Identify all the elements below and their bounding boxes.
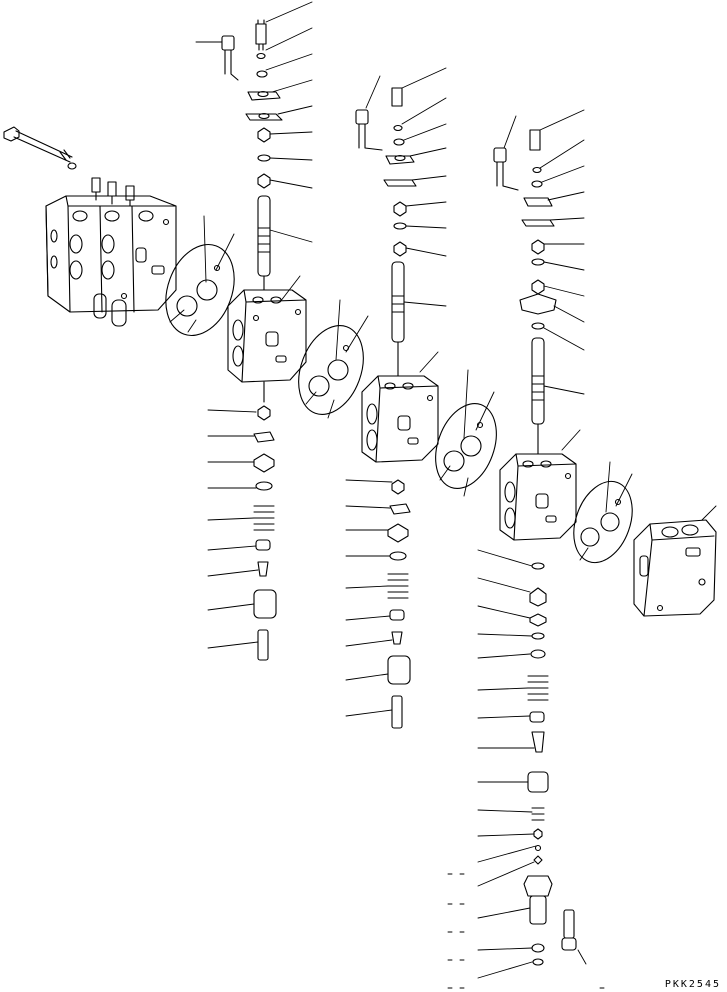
spool-stack-3 [493, 129, 577, 966]
gasket-1 [165, 243, 235, 337]
tie-bolt [3, 126, 77, 170]
valve-section-1 [227, 289, 307, 383]
valve-section-2 [361, 375, 439, 463]
gasket-2 [298, 325, 364, 415]
assembled-valve [3, 126, 177, 327]
spool-stack-2 [355, 87, 417, 729]
gasket-4 [573, 480, 633, 564]
spool-stack-1 [221, 19, 283, 661]
leader-lines [169, 1, 717, 989]
drawing-code: PKK2545 [664, 979, 721, 990]
valve-section-3 [499, 453, 577, 541]
end-cover [633, 519, 717, 617]
